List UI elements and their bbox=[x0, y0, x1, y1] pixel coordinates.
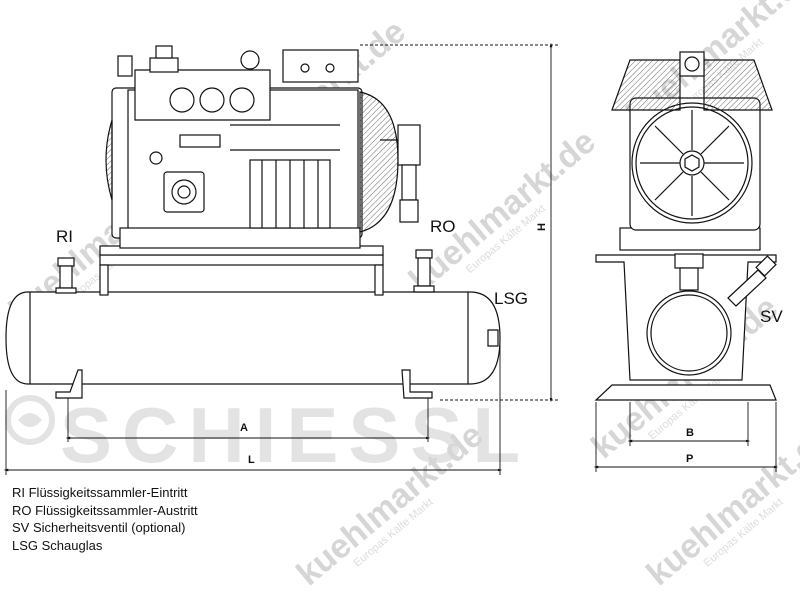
brand-watermark: SCHIESSL bbox=[60, 391, 530, 479]
legend-item-ro: RO Flüssigkeitssammler-Austritt bbox=[12, 502, 198, 518]
fan-spokes bbox=[640, 110, 744, 216]
brand-logo-watermark: SCHIESSL bbox=[5, 391, 530, 479]
compressor-front bbox=[611, 51, 773, 251]
dim-label-h: H bbox=[536, 223, 548, 231]
legend-item-lsg: LSG Schauglas bbox=[12, 537, 103, 553]
front-view bbox=[594, 51, 777, 401]
dimension-lines bbox=[3, 42, 779, 475]
dim-label-b: B bbox=[686, 427, 694, 439]
safety-valve bbox=[727, 255, 777, 307]
legend-item-sv: SV Sicherheitsventil (optional) bbox=[12, 520, 186, 535]
ro-fitting bbox=[413, 249, 435, 293]
dim-label-a: A bbox=[240, 422, 248, 434]
motor-end-cover bbox=[359, 91, 399, 233]
legend-item-ri: RI Flüssigkeitssammler-Eintritt bbox=[12, 485, 188, 500]
callout-sv: SV bbox=[760, 307, 783, 326]
discharge-valve bbox=[380, 124, 421, 223]
site-watermark: kuehlmarkt.de bbox=[402, 122, 603, 299]
base-frame bbox=[99, 245, 384, 296]
ri-fitting bbox=[55, 257, 77, 294]
tank-feet bbox=[55, 369, 433, 399]
dim-label-l: L bbox=[248, 454, 255, 466]
liquid-receiver-tank bbox=[5, 291, 501, 385]
side-view bbox=[5, 45, 501, 399]
compressor-side bbox=[111, 45, 363, 249]
dim-label-p: P bbox=[686, 453, 693, 465]
callout-ro: RO bbox=[430, 217, 456, 236]
callout-ri: RI bbox=[56, 227, 73, 246]
callout-lsg: LSG bbox=[494, 289, 528, 308]
legend: RI Flüssigkeitssammler-Eintritt RO Flüss… bbox=[12, 484, 198, 554]
motor-fins bbox=[249, 159, 331, 229]
front-receiver-tank bbox=[646, 253, 732, 376]
